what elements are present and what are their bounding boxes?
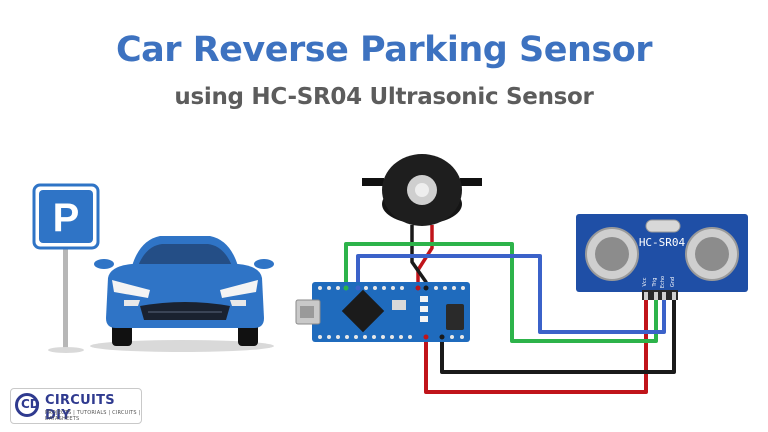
sensor-model-label: HC-SR04 bbox=[639, 236, 686, 249]
logo-tagline: PROJECTS | TUTORIALS | CIRCUITS | DATASH… bbox=[45, 410, 141, 422]
parking-sign: P bbox=[32, 183, 100, 353]
logo-name: CIRCUITS DIY bbox=[45, 393, 115, 423]
page-title: Car Reverse Parking Sensor bbox=[115, 30, 653, 70]
nano-icsp-header bbox=[446, 304, 464, 330]
sign-pole bbox=[63, 240, 68, 350]
nano-crystal bbox=[392, 300, 406, 310]
buzzer-tab-left bbox=[362, 178, 384, 186]
car-windshield bbox=[138, 244, 232, 266]
sensor-pin-echo bbox=[662, 292, 666, 300]
nano-chip bbox=[341, 289, 385, 333]
car-headlight-right bbox=[220, 280, 258, 298]
sensor-pin-label-trig: Trig bbox=[652, 278, 658, 288]
nano-led-2 bbox=[420, 306, 428, 312]
buzzer-wire-red bbox=[416, 225, 434, 290]
sensor-pin-trig bbox=[654, 292, 658, 300]
car-headlight-left bbox=[112, 280, 150, 298]
sensor-transducer-right-mesh bbox=[695, 237, 729, 271]
car-foglight-left bbox=[124, 300, 140, 306]
nano-pin-row-top bbox=[318, 285, 465, 291]
nano-pcb bbox=[312, 282, 470, 342]
buzzer bbox=[362, 154, 482, 226]
wire-gnd-black bbox=[440, 292, 676, 374]
sensor-header bbox=[642, 290, 678, 300]
sign-letter: P bbox=[53, 196, 80, 240]
wires bbox=[344, 225, 676, 394]
buzzer-tab-right bbox=[460, 178, 482, 186]
car-mirror-right bbox=[254, 259, 274, 269]
car bbox=[90, 236, 274, 352]
sensor-pin-label-echo: Echo bbox=[660, 276, 666, 288]
arduino-nano bbox=[295, 282, 470, 342]
buzzer-hole bbox=[415, 183, 429, 197]
nano-usb-socket bbox=[300, 306, 314, 318]
page-subtitle: using HC-SR04 Ultrasonic Sensor bbox=[174, 84, 594, 110]
car-foglight-right bbox=[230, 300, 246, 306]
sensor-pin-label-vcc: Vcc bbox=[642, 277, 648, 286]
sensor-pin-vcc bbox=[644, 292, 648, 300]
circuits-diy-logo[interactable]: CD CIRCUITS DIY PROJECTS | TUTORIALS | C… bbox=[10, 388, 142, 424]
sensor-pin-gnd bbox=[672, 292, 676, 300]
nano-pin-row-bottom bbox=[318, 334, 464, 340]
logo-mark-icon: CD bbox=[15, 393, 40, 417]
nano-led-1 bbox=[420, 296, 428, 302]
sensor-pin-label-gnd: Gnd bbox=[670, 277, 676, 287]
sign-pole-shadow bbox=[48, 347, 84, 353]
sensor-transducer-left-mesh bbox=[595, 237, 629, 271]
sensor-crystal bbox=[645, 219, 681, 233]
car-shadow bbox=[90, 340, 274, 352]
car-mirror-left bbox=[94, 259, 114, 269]
hc-sr04-sensor: HC-SR04 Vcc Trig Echo Gnd bbox=[576, 214, 748, 300]
wire-echo-blue bbox=[356, 254, 666, 334]
sign-panel bbox=[39, 190, 93, 243]
nano-led-3 bbox=[420, 316, 428, 322]
